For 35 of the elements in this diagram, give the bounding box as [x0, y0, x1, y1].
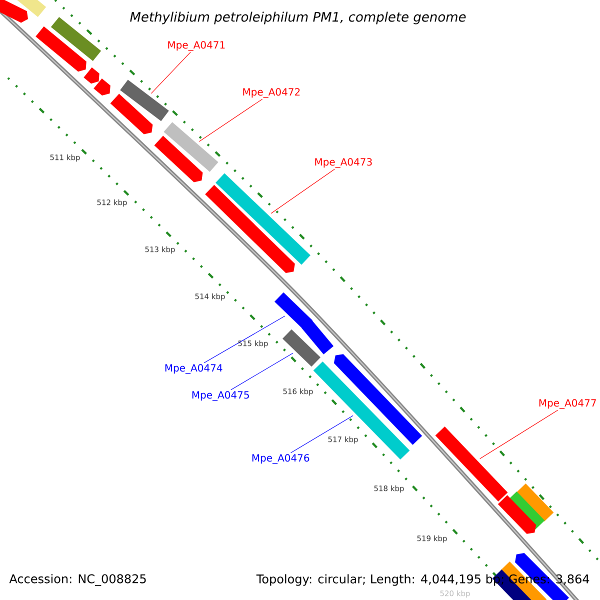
gene-feature: [301, 320, 334, 354]
leader-line: [198, 98, 263, 142]
gene-feature: [205, 184, 295, 274]
gene-label: Mpe_A0473: [315, 158, 372, 168]
title: Methylibium petroleiphilum PM1, complete genome: [130, 12, 466, 24]
gene-feature: [84, 67, 100, 84]
gene-feature: [110, 94, 153, 134]
gene-bar: [16, 0, 46, 18]
gene-feature: [94, 78, 110, 96]
gene-feature: [154, 136, 203, 182]
leader-line: [480, 410, 558, 460]
leader-line: [270, 168, 335, 214]
leader-line: [290, 415, 354, 454]
gene-label: Mpe_A0477: [539, 399, 596, 409]
gene-label: Mpe_A0476: [252, 454, 310, 464]
gene-bar: [282, 329, 321, 367]
gene-label: Mpe_A0474: [165, 364, 222, 374]
leader-line: [204, 316, 286, 364]
gene-bar: [313, 361, 410, 460]
gene-bar: [516, 484, 554, 522]
leader-line: [150, 52, 191, 94]
gene-bar: [216, 173, 310, 265]
gene-bar: [120, 80, 169, 122]
leader-line: [230, 352, 294, 390]
gene-bar: [274, 292, 313, 330]
gene-bar: [50, 16, 102, 62]
gene-bar: [435, 426, 508, 502]
gene-feature: [498, 495, 536, 534]
gene-bar: [164, 122, 218, 172]
gene-feature: [0, 0, 28, 23]
gene-label: Mpe_A0475: [192, 391, 249, 401]
accession-text: Accession: NC_008825: [9, 574, 146, 586]
gene-label: Mpe_A0471: [168, 41, 225, 51]
gene-feature: [36, 26, 86, 72]
gene-label: Mpe_A0472: [243, 88, 300, 98]
